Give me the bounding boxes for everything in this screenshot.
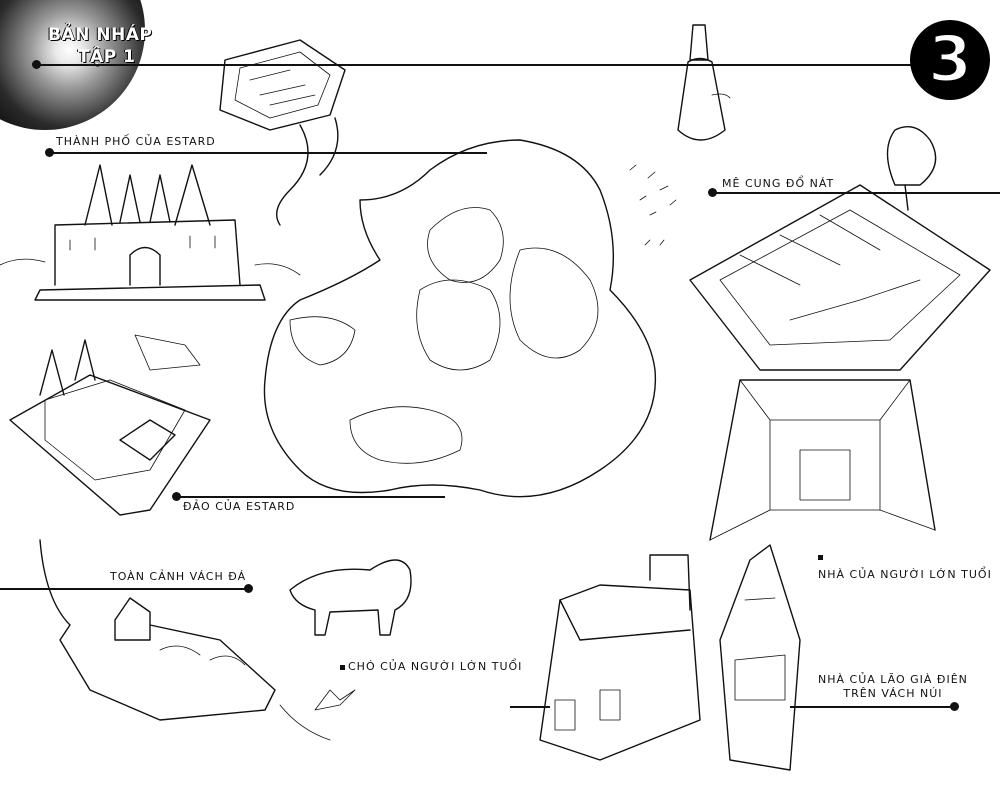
cliff-panorama-label: TOÀN CẢNH VÁCH ĐÁ: [110, 570, 247, 583]
crazy-house-line2: TRÊN VÁCH NÚI: [843, 687, 943, 700]
elder-house-label: NHÀ CỦA NGƯỜI LỚN TUỔI: [818, 550, 992, 582]
estard-island-rule: [177, 496, 445, 498]
elder-house-bullet: [818, 554, 823, 560]
floating-garden-sketch: [219, 39, 346, 226]
castle-model-sketch: [9, 334, 211, 516]
crazy-house-rule: [790, 706, 952, 708]
elder-house-rule: [510, 706, 550, 708]
ruined-maze-rule: [715, 192, 1000, 194]
ruined-maze-sketch: [689, 126, 991, 371]
castle-city-sketch: [0, 164, 301, 301]
dog-sketch: [289, 559, 412, 711]
crazy-house-line1: NHÀ CỦA LÃO GIÀ ĐIÊN: [818, 673, 968, 686]
island-map-sketch: [263, 139, 677, 498]
cliff-panorama-sketch: [39, 539, 331, 741]
corner-title-line1: BẢN NHÁP: [48, 25, 153, 45]
crazy-house-label: NHÀ CỦA LÃO GIÀ ĐIÊN TRÊN VÁCH NÚI: [818, 673, 968, 701]
corner-title: BẢN NHÁP TẬP 1: [48, 24, 178, 68]
cliff-house-sketch: [719, 544, 801, 771]
elder-dog-text: CHÓ CỦA NGƯỜI LỚN TUỔI: [348, 660, 523, 673]
elder-house-sketch: [539, 554, 701, 761]
estard-city-label: THÀNH PHỐ CỦA ESTARD: [56, 135, 216, 148]
page-number-badge: 3: [910, 20, 990, 100]
elder-dog-label: CHÓ CỦA NGƯỜI LỚN TUỔI: [340, 660, 522, 674]
elder-house-text: NHÀ CỦA NGƯỜI LỚN TUỔI: [818, 568, 992, 581]
top-rule-dot: [32, 60, 41, 69]
crazy-house-dot: [950, 702, 959, 711]
top-rule: [40, 64, 920, 66]
page-number: 3: [926, 22, 974, 99]
estard-city-rule: [52, 152, 487, 154]
cliff-panorama-rule: [0, 588, 248, 590]
interior-room-sketch: [709, 379, 936, 541]
estard-city-dot: [45, 148, 54, 157]
ruined-maze-label: MÊ CUNG ĐỔ NÁT: [722, 177, 835, 190]
ruined-maze-dot: [708, 188, 717, 197]
corner-title-line2: TẬP 1: [78, 47, 136, 67]
robed-figure-sketch: [677, 24, 731, 141]
cliff-panorama-dot: [244, 584, 253, 593]
elder-dog-bullet: [340, 664, 345, 670]
estard-island-label: ĐẢO CỦA ESTARD: [183, 500, 296, 513]
estard-island-dot: [172, 492, 181, 501]
